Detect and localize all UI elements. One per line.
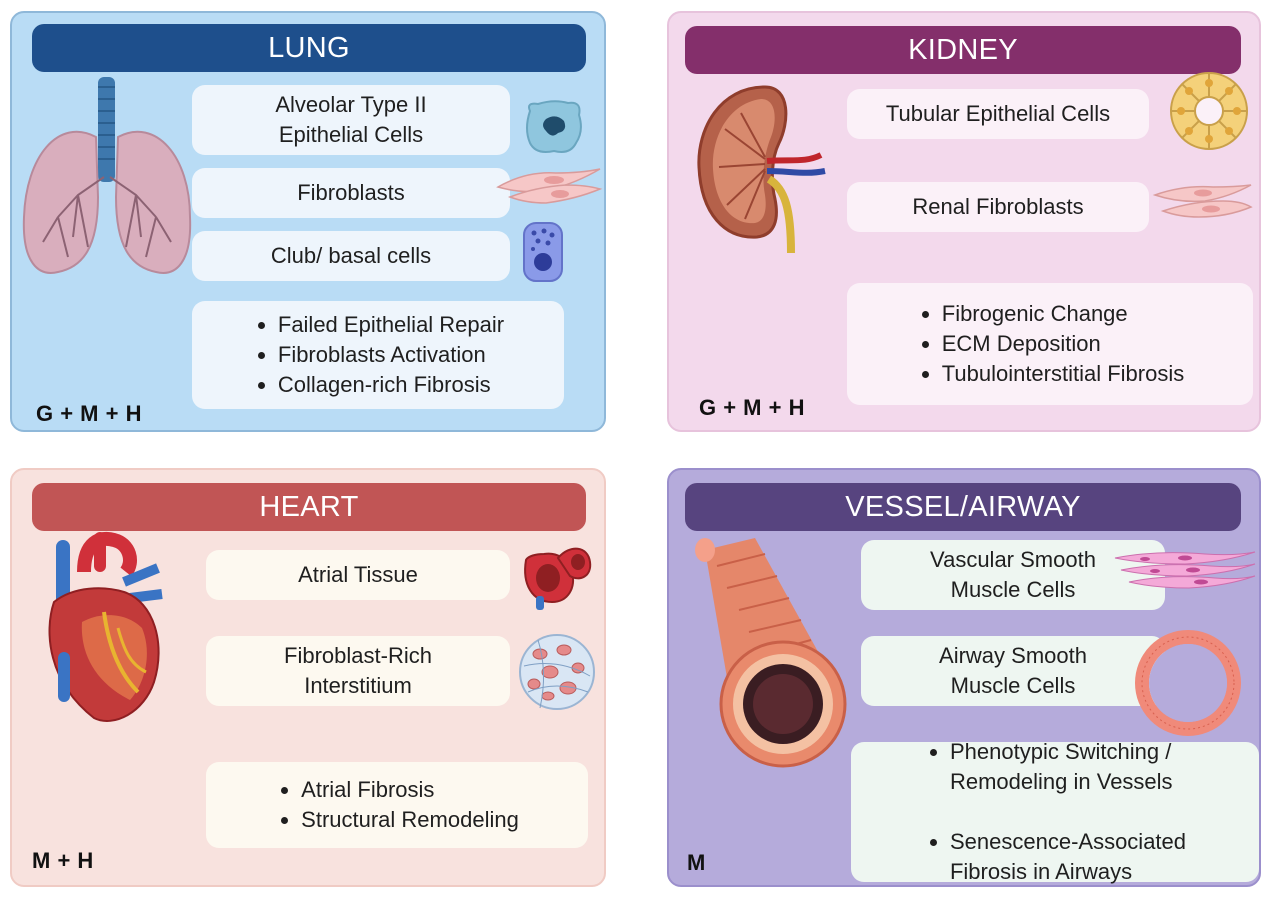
lung-item-fibroblasts: Fibroblasts (192, 168, 510, 218)
kidney-outcome-item: Tubulointerstitial Fibrosis (942, 359, 1185, 389)
alveolar-cell-icon (526, 100, 582, 153)
heart-outcomes-list: Atrial Fibrosis Structural Remodeling (275, 775, 519, 835)
vessel-item-airway-smc: Airway Smooth Muscle Cells (861, 636, 1165, 706)
heart-outcome-item: Structural Remodeling (301, 805, 519, 835)
lung-outcomes-box: Failed Epithelial Repair Fibroblasts Act… (192, 301, 564, 409)
heart-item-atrial-tissue: Atrial Tissue (206, 550, 510, 600)
airway-ring-icon (1135, 630, 1241, 736)
vessel-panel: VESSEL/AIRWAY Vascular Smooth Muscle Cel… (667, 468, 1261, 887)
kidney-title: KIDNEY (685, 26, 1241, 74)
vessel-title: VESSEL/AIRWAY (685, 483, 1241, 531)
lung-outcome-item: Failed Epithelial Repair (278, 310, 504, 340)
heart-outcome-item: Atrial Fibrosis (301, 775, 519, 805)
smooth-muscle-icon (1114, 551, 1256, 589)
kidney-icon (697, 85, 826, 254)
heart-title: HEART (32, 483, 586, 531)
vessel-outcomes-box: Phenotypic Switching / Remodeling in Ves… (851, 739, 1259, 884)
kidney-item-tubular-cells: Tubular Epithelial Cells (847, 89, 1149, 139)
heart-item-interstitium: Fibroblast-Rich Interstitium (206, 636, 510, 706)
kidney-outcome-item: Fibrogenic Change (942, 299, 1185, 329)
heart-tag: M + H (32, 848, 94, 873)
vessel-outcomes-list: Phenotypic Switching / Remodeling in Ves… (924, 707, 1186, 917)
lung-item-club-cells: Club/ basal cells (192, 231, 510, 281)
interstitium-icon (519, 634, 595, 710)
lung-title: LUNG (32, 24, 586, 72)
kidney-outcome-item: ECM Deposition (942, 329, 1185, 359)
atrial-tissue-icon (524, 547, 592, 610)
heart-outcomes-box: Atrial Fibrosis Structural Remodeling (206, 762, 588, 848)
vessel-outcome-item: Phenotypic Switching / Remodeling in Ves… (950, 737, 1186, 797)
tubule-icon (1170, 72, 1248, 150)
lung-tag: G + M + H (36, 401, 142, 426)
club-cell-icon (523, 222, 563, 282)
lungs-icon (22, 77, 192, 274)
kidney-item-renal-fibroblasts: Renal Fibroblasts (847, 182, 1149, 232)
kidney-outcomes-box: Fibrogenic Change ECM Deposition Tubuloi… (847, 283, 1253, 405)
lung-item-alveolar-cells: Alveolar Type II Epithelial Cells (192, 85, 510, 155)
vessel-tag: M (687, 850, 706, 875)
kidney-panel: KIDNEY Tubular Epithelial Cells Renal Fi… (667, 11, 1261, 432)
vessel-outcome-item: Senescence-Associated Fibrosis in Airway… (950, 827, 1186, 887)
heart-panel: HEART Atrial Tissue Fibroblast-Rich Inte… (10, 468, 606, 887)
heart-icon (48, 531, 163, 722)
lung-outcome-item: Fibroblasts Activation (278, 340, 504, 370)
lung-outcome-item: Collagen-rich Fibrosis (278, 370, 504, 400)
lung-panel: LUNG Alveolar Type II Epithelial Cells F… (10, 11, 606, 432)
renal-fibroblast-icon (1152, 184, 1253, 218)
kidney-outcomes-list: Fibrogenic Change ECM Deposition Tubuloi… (916, 299, 1185, 389)
kidney-tag: G + M + H (699, 395, 805, 420)
lung-outcomes-list: Failed Epithelial Repair Fibroblasts Act… (252, 310, 504, 400)
fibroblast-icon (496, 168, 603, 204)
vessel-icon (695, 538, 847, 768)
vessel-item-vascular-smc: Vascular Smooth Muscle Cells (861, 540, 1165, 610)
